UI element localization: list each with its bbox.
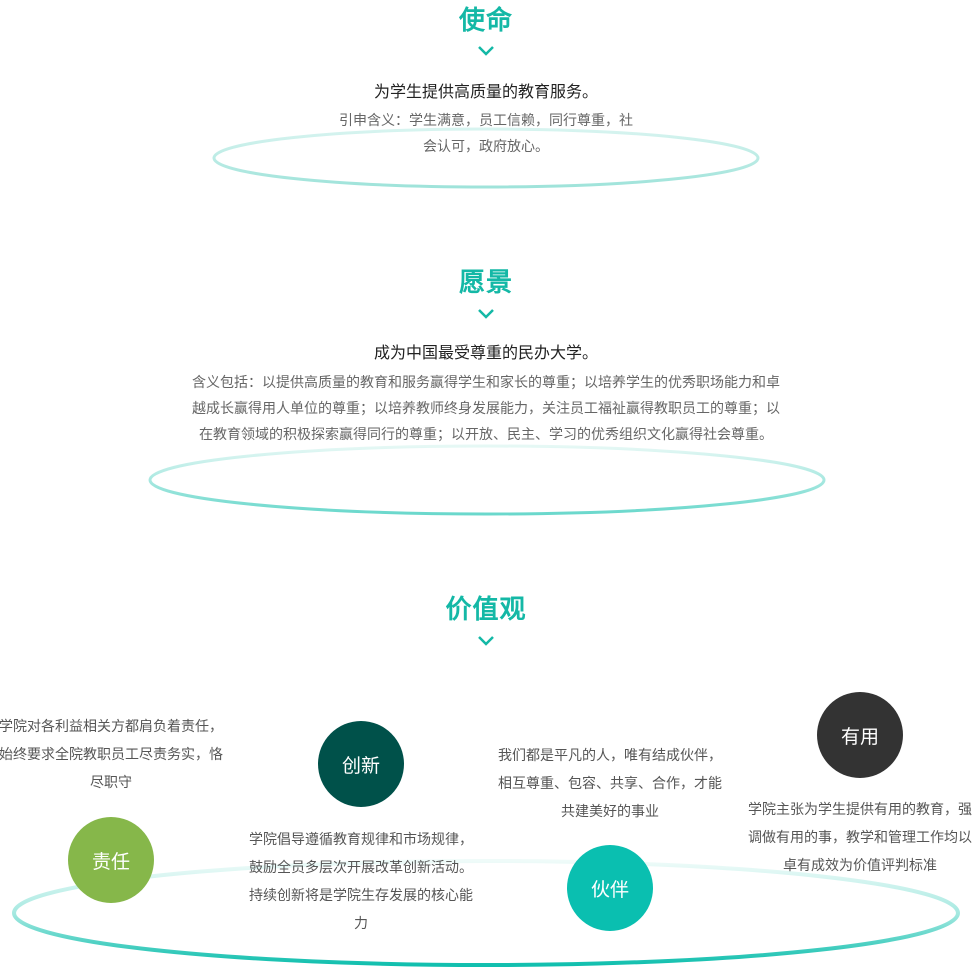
values-ring xyxy=(12,859,960,967)
mission-lead: 为学生提供高质量的教育服务。 xyxy=(373,82,598,101)
values-title: 价值观 xyxy=(445,595,527,625)
value-text-useful: 学院主张为学生提供有用的教育，强调做有用的事，教学和管理工作均以卓有成效为价值评… xyxy=(748,802,972,874)
vision-desc: 含义包括：以提供高质量的教育和服务赢得学生和家长的尊重；以培养学生的优秀职场能力… xyxy=(192,375,780,443)
vision-ring xyxy=(148,444,826,516)
value-circle-innovation: 创新 xyxy=(318,721,404,807)
chevron-down-icon xyxy=(478,636,494,646)
value-text-innovation: 学院倡导遵循教育规律和市场规律，鼓励全员多层次开展改革创新活动。持续创新将是学院… xyxy=(249,832,473,932)
value-text-responsibility: 学院对各利益相关方都肩负着责任，始终要求全院教职员工尽责务实，恪尽职守 xyxy=(0,719,223,791)
vision-lead: 成为中国最受尊重的民办大学。 xyxy=(373,343,598,362)
value-text-partner: 我们都是平凡的人，唯有结成伙伴，相互尊重、包容、共享、合作，才能共建美好的事业 xyxy=(498,748,722,820)
mission-ring xyxy=(212,127,760,189)
value-circle-responsibility: 责任 xyxy=(68,817,154,903)
value-circle-partner: 伙伴 xyxy=(567,845,653,931)
value-circle-useful: 有用 xyxy=(817,692,903,778)
chevron-down-icon xyxy=(478,46,494,56)
vision-title: 愿景 xyxy=(458,268,513,298)
chevron-down-icon xyxy=(478,309,494,319)
mission-title: 使命 xyxy=(458,6,513,36)
mission-desc: 引申含义：学生满意，员工信赖，同行尊重，社会认可，政府放心。 xyxy=(339,113,633,155)
